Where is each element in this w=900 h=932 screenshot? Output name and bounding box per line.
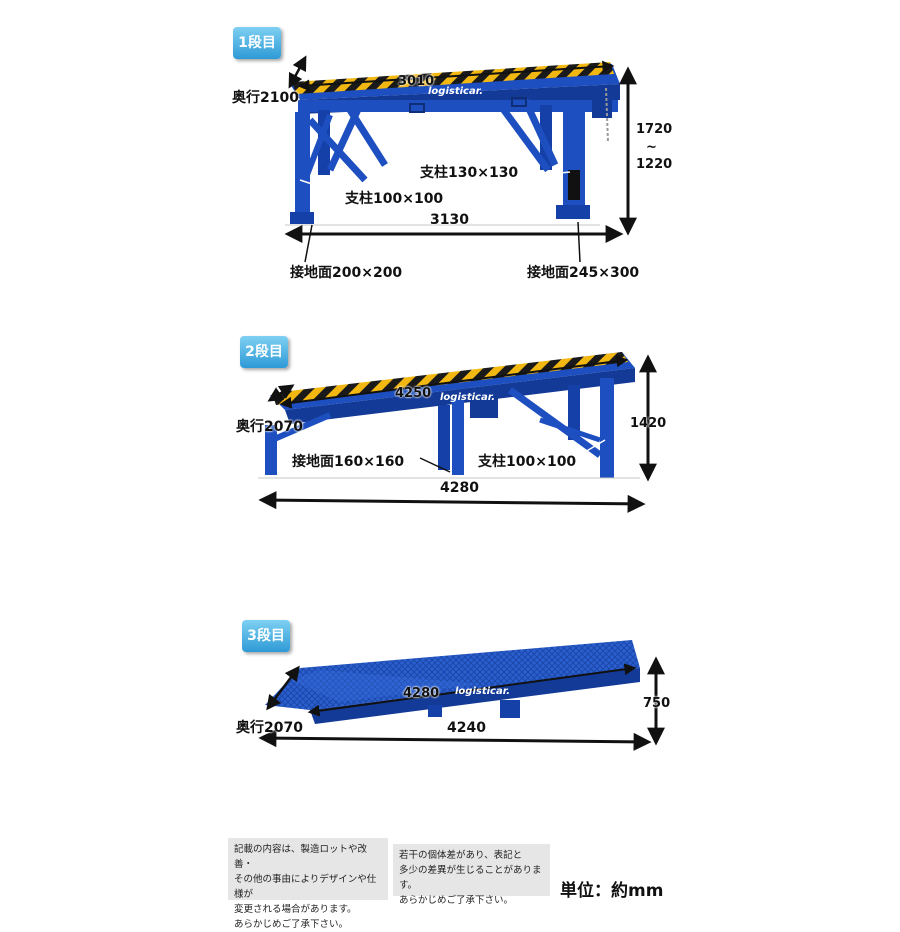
stage-3-badge: 3段目 <box>242 620 290 652</box>
height-label-2: 1420 <box>630 416 667 431</box>
drawing-canvas <box>258 55 665 751</box>
note-right-line: 多少の差異が生じることがあります。 <box>399 865 542 891</box>
ramp-2-dimension-lines <box>258 354 657 513</box>
ramp-3-dimension-lines <box>258 656 665 751</box>
stage-2-badge: 2段目 <box>240 336 288 368</box>
foot-label-2: 接地面160×160 <box>292 454 405 470</box>
foot-left-label-1: 接地面200×200 <box>290 265 403 281</box>
total-length-label-1: 3130 <box>430 212 469 228</box>
note-right-line: あらかじめご了承下さい。 <box>399 895 514 906</box>
disclaimer-note-left: 記載の内容は、製造ロットや改善・ その他の事由によりデザインや仕様が 変更される… <box>228 838 388 930</box>
total-length-label-2: 4280 <box>440 480 479 496</box>
brand-logo-3: logisticar. <box>455 686 511 697</box>
depth-label-2: 奥行2070 <box>236 419 303 435</box>
ramp-1-dimension-lines <box>284 55 637 263</box>
note-left-line: あらかじめご了承下さい。 <box>234 919 349 930</box>
post-large-label-1: 支柱130×130 <box>420 165 519 181</box>
top-length-label-1: 3010 <box>398 74 435 89</box>
top-length-label-2: 4250 <box>395 386 432 401</box>
stage-1-badge: 1段目 <box>233 27 281 59</box>
brand-logo-1: logisticar. <box>428 86 484 97</box>
total-length-label-3: 4240 <box>447 720 486 736</box>
depth-label-1: 奥行2100 <box>232 90 299 106</box>
foot-right-label-1: 接地面245×300 <box>527 265 640 281</box>
depth-label-3: 奥行2070 <box>236 720 303 736</box>
note-left-line: その他の事由によりデザインや仕様が <box>234 874 377 900</box>
note-left-line: 変更される場合があります。 <box>234 904 357 915</box>
post-small-label-1: 支柱100×100 <box>345 191 444 207</box>
height-sep-label-1: ~ <box>646 140 657 155</box>
top-length-label-3: 4280 <box>403 686 440 701</box>
height-label-3: 750 <box>643 696 671 711</box>
note-left-line: 記載の内容は、製造ロットや改善・ <box>234 844 368 870</box>
disclaimer-note-right: 若干の個体差があり、表記と 多少の差異が生じることがあります。 あらかじめご了承… <box>393 844 550 906</box>
brand-logo-2: logisticar. <box>440 392 496 403</box>
post-label-2: 支柱100×100 <box>478 454 577 470</box>
height-min-label-1: 1220 <box>636 157 673 172</box>
height-max-label-1: 1720 <box>636 122 673 137</box>
unit-label: 単位：約mm <box>560 881 664 901</box>
note-right-line: 若干の個体差があり、表記と <box>399 850 523 861</box>
